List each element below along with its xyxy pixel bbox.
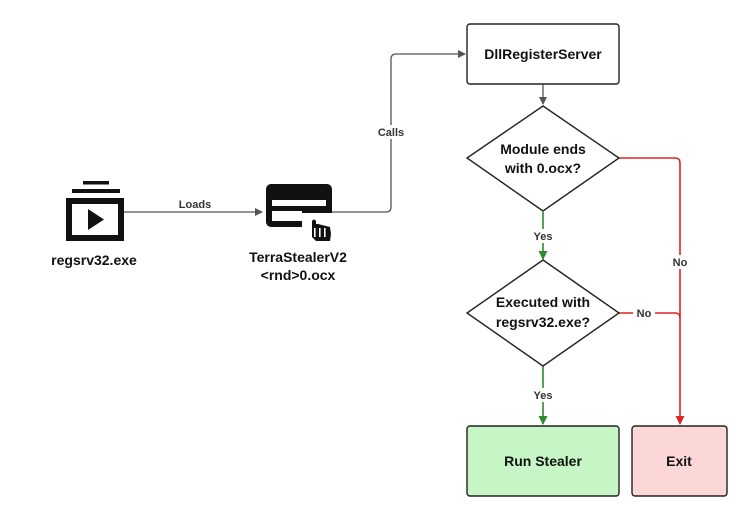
node-run-stealer xyxy=(466,425,620,497)
video-playlist-icon xyxy=(66,181,124,241)
decision-executed-with-label-line1: Executed with xyxy=(496,294,590,310)
card-click-icon xyxy=(266,184,336,247)
edge-no-executed xyxy=(619,312,681,319)
edge-label-no-module: No xyxy=(673,257,688,269)
node-run-stealer-label: Run Stealer xyxy=(504,453,582,469)
edge-no-module xyxy=(619,157,685,425)
edge-label-loads: Loads xyxy=(179,199,211,211)
decision-executed-with-label-line2: regsrv32.exe? xyxy=(496,314,590,330)
edge-label-yes-executed: Yes xyxy=(534,390,553,402)
edge-label-calls: Calls xyxy=(378,127,404,139)
decision-module-ends-label-line1: Module ends xyxy=(500,141,586,157)
node-terrastealer-label-line2: <rnd>0.ocx xyxy=(261,267,336,283)
decision-executed-with xyxy=(465,259,621,367)
node-dllregisterserver-label: DllRegisterServer xyxy=(484,46,602,62)
decision-module-ends-label-line2: with 0.ocx? xyxy=(504,160,581,176)
node-regsrv32-label: regsrv32.exe xyxy=(51,252,137,268)
edge-label-yes-module: Yes xyxy=(534,231,553,243)
node-exit-label: Exit xyxy=(666,453,692,469)
edge-label-no-executed: No xyxy=(637,308,652,320)
node-exit xyxy=(631,425,728,497)
decision-module-ends xyxy=(465,105,621,212)
node-terrastealer-label-line1: TerraStealerV2 xyxy=(249,249,347,265)
node-dllregisterserver xyxy=(466,23,620,85)
